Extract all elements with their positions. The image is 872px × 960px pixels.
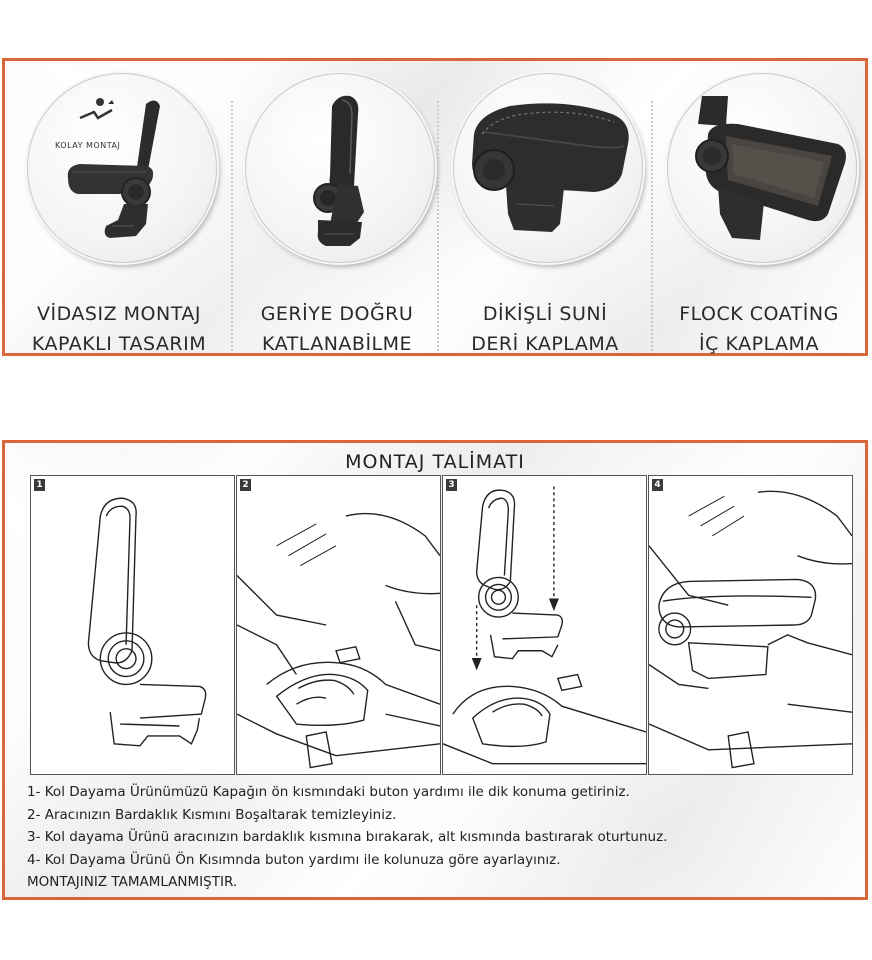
instruction-line: MONTAJINIZ TAMAMLANMIŞTIR. bbox=[27, 874, 238, 890]
divider bbox=[437, 101, 439, 351]
feature-caption: FLOCK COATİNG İÇ KAPLAMA bbox=[647, 299, 871, 359]
kolay-montaj-label: KOLAY MONTAJ bbox=[55, 141, 121, 150]
divider bbox=[651, 101, 653, 351]
feature-line-2: KATLANABİLME bbox=[261, 333, 413, 355]
feature-line-1: GERİYE DOĞRU bbox=[260, 303, 414, 325]
divider bbox=[231, 101, 233, 351]
instructions-list: 1- Kol Dayama Ürünümüzü Kapağın ön kısmı… bbox=[27, 781, 847, 894]
step-number: 2 bbox=[240, 479, 251, 491]
instruction-line: 1- Kol Dayama Ürünümüzü Kapağın ön kısmı… bbox=[27, 784, 630, 800]
step-number: 4 bbox=[652, 479, 663, 491]
armrest-assembly-icon bbox=[27, 73, 217, 263]
feature-line-1: DİKİŞLİ SUNİ bbox=[482, 303, 608, 325]
feature-line-2: İÇ KAPLAMA bbox=[699, 333, 819, 355]
armrest-leather-icon bbox=[453, 73, 643, 263]
feature-caption: VİDASIZ MONTAJ KAPAKLI TASARIM bbox=[7, 299, 231, 359]
step-2-panel: 2 bbox=[236, 475, 441, 775]
step-number: 3 bbox=[446, 479, 457, 491]
armrest-folded-icon bbox=[245, 73, 435, 263]
features-panel: KOLAY MONTAJ VİDASIZ MONTAJ KAPAKLI TASA… bbox=[2, 58, 868, 356]
feature-line-2: DERİ KAPLAMA bbox=[471, 333, 619, 355]
step-number: 1 bbox=[34, 479, 45, 491]
instruction-line: 3- Kol dayama Ürünü aracınızın bardaklık… bbox=[27, 829, 668, 845]
step-4-panel: 4 bbox=[648, 475, 853, 775]
step-3-panel: 3 bbox=[442, 475, 647, 775]
feature-line-1: VİDASIZ MONTAJ bbox=[37, 303, 201, 325]
instruction-line: 4- Kol Dayama Ürünü Ön Kısımnda buton ya… bbox=[27, 851, 561, 868]
feature-line-2: KAPAKLI TASARIM bbox=[31, 333, 207, 355]
armrest-storage-icon bbox=[667, 73, 857, 263]
step-1-panel: 1 bbox=[30, 475, 235, 775]
installation-panel: MONTAJ TALİMATI 1 2 bbox=[2, 440, 868, 900]
installation-title: MONTAJ TALİMATI bbox=[345, 451, 525, 473]
feature-line-1: FLOCK COATİNG bbox=[679, 303, 839, 325]
feature-caption: DİKİŞLİ SUNİ DERİ KAPLAMA bbox=[433, 299, 657, 359]
feature-caption: GERİYE DOĞRU KATLANABİLME bbox=[225, 299, 449, 359]
instruction-line: 2- Aracınızın Bardaklık Kısmını Boşaltar… bbox=[27, 806, 397, 823]
